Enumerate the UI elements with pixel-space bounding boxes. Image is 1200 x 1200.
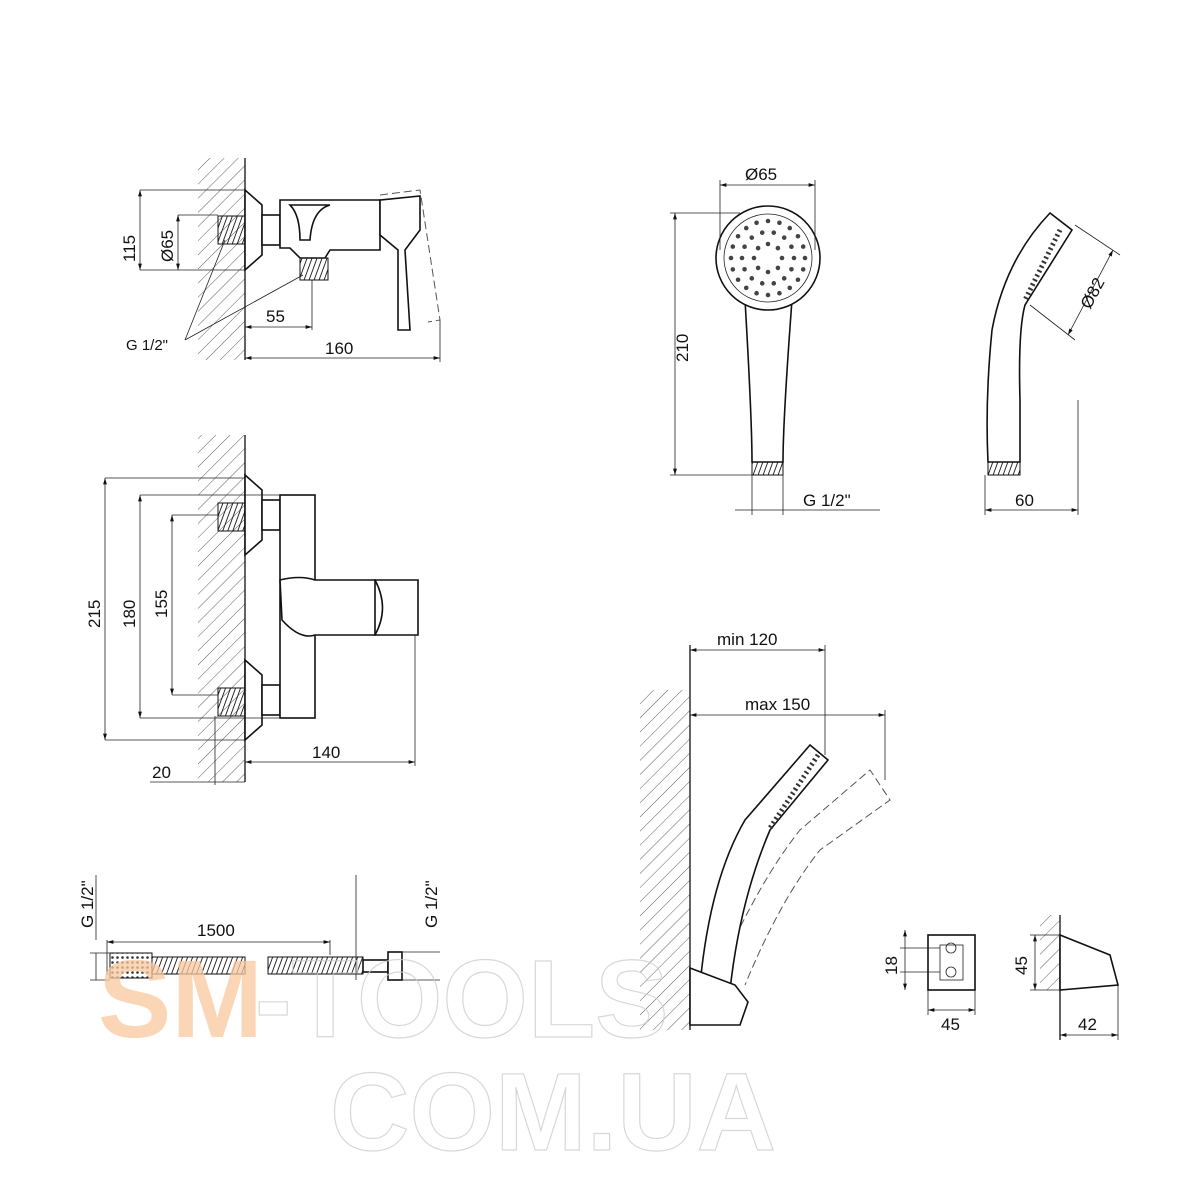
watermark-domain: COM.UA: [330, 1051, 776, 1174]
spray-hole: [735, 233, 741, 239]
shower-head-side-view: Ø82 60: [984, 211, 1121, 515]
spray-hole: [777, 290, 782, 296]
thread-label-right: G 1/2": [422, 880, 441, 928]
spray-hole: [759, 281, 765, 286]
dim-diameter-65: Ø65: [745, 165, 777, 184]
dim-18: 18: [882, 956, 901, 975]
spray-hole: [755, 265, 761, 271]
spray-hole: [759, 230, 765, 235]
spray-hole: [754, 290, 759, 296]
spray-hole: [775, 245, 781, 251]
dim-max-150: max 150: [745, 695, 810, 714]
dim-55: 55: [266, 307, 285, 326]
spray-hole: [791, 255, 797, 261]
dim-45-width: 45: [941, 1015, 960, 1034]
thread-label: G 1/2": [803, 491, 851, 510]
dim-1500: 1500: [197, 921, 235, 940]
spray-hole: [779, 255, 785, 261]
spray-hole: [735, 277, 741, 283]
spray-hole: [751, 255, 757, 261]
spray-hole: [771, 230, 777, 235]
spray-hole: [771, 281, 777, 286]
spray-hole: [743, 285, 749, 291]
dim-180: 180: [120, 600, 139, 628]
spray-hole: [765, 269, 771, 275]
spray-hole: [743, 225, 749, 231]
spray-hole: [789, 266, 794, 272]
mixer-front-view: 215 180 155 20 140: [85, 435, 419, 785]
spray-hole: [742, 244, 747, 250]
mixer-side-view: 115 Ø65 55 160 G 1/2": [120, 158, 441, 362]
spray-hole: [789, 244, 794, 250]
dim-diameter-82: Ø82: [1077, 275, 1109, 312]
spray-hole: [749, 276, 755, 281]
spray-hole: [800, 244, 806, 249]
dim-20: 20: [152, 763, 171, 782]
spray-hole: [802, 255, 808, 261]
spray-hole: [781, 276, 787, 281]
spray-hole: [775, 265, 781, 271]
mounted-shower-view: min 120 max 150: [640, 630, 891, 1030]
thread-label: G 1/2": [126, 337, 168, 354]
dim-115: 115: [120, 235, 139, 262]
dim-42: 42: [1078, 1015, 1097, 1034]
thread-label-left: G 1/2": [78, 880, 97, 928]
dim-160: 160: [325, 339, 353, 358]
spray-hole: [742, 266, 747, 272]
dim-210: 210: [673, 334, 692, 362]
spray-hole: [781, 235, 787, 240]
spray-hole: [749, 235, 755, 240]
dim-155: 155: [152, 590, 171, 618]
dim-215: 215: [85, 600, 104, 628]
spray-hole: [765, 218, 771, 224]
spray-hole: [755, 245, 761, 251]
spray-hole: [800, 267, 806, 272]
hose-view: 1500 G 1/2" G 1/2": [78, 875, 441, 981]
dim-60: 60: [1015, 491, 1034, 510]
watermark: SM -TOOLS COM.UA: [98, 937, 777, 1174]
spray-hole: [777, 220, 782, 226]
spray-hole: [730, 267, 736, 272]
dim-diameter-65: Ø65: [158, 230, 177, 262]
spray-hole: [730, 244, 736, 249]
spray-hole: [787, 285, 793, 291]
watermark-tools: -TOOLS: [255, 938, 669, 1061]
dim-45-height: 45: [1012, 956, 1031, 975]
spray-hole: [739, 255, 745, 261]
shower-holder-views: 18 45 45 42: [882, 915, 1120, 1040]
spray-hole: [787, 225, 793, 231]
spray-hole: [795, 233, 801, 239]
spray-hole: [795, 277, 801, 283]
spray-hole: [765, 292, 771, 298]
spray-hole: [754, 220, 759, 226]
dim-140: 140: [312, 743, 340, 762]
watermark-sm: SM: [98, 938, 263, 1061]
dim-min-120: min 120: [717, 630, 777, 649]
spray-hole: [765, 241, 771, 247]
shower-head-front-view: Ø65 210 G 1/2": [670, 165, 880, 515]
spray-hole: [728, 255, 734, 261]
